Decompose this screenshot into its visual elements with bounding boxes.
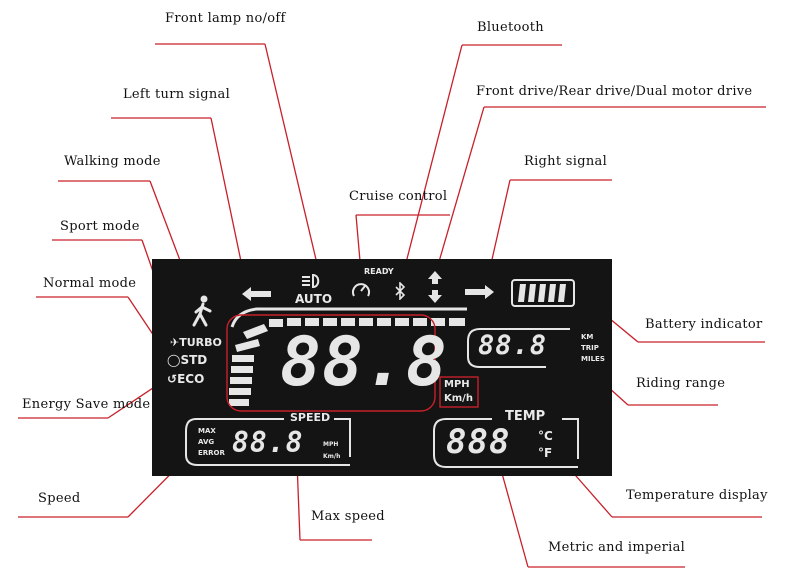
callout-cruise-control: Cruise control	[349, 189, 448, 204]
auto-label: AUTO	[295, 292, 333, 306]
temp-unit-c: °C	[538, 429, 553, 443]
mode-std-label: STD	[180, 353, 208, 367]
callout-sport-mode: Sport mode	[60, 219, 140, 234]
battery-icon	[511, 279, 575, 307]
callout-front-lamp: Front lamp no/off	[165, 11, 286, 26]
speed-unit-kmh: Km/h	[444, 393, 473, 404]
front-lamp-icon	[302, 273, 320, 289]
drive-mode-arrows-icon	[428, 271, 442, 303]
max-speed-digits: 88.8	[232, 426, 304, 459]
mode-eco-label: ECO	[177, 372, 205, 386]
lcd-display: AUTO READY	[152, 259, 612, 476]
main-speed-digits: 88.8	[280, 323, 448, 402]
callout-bluetooth: Bluetooth	[477, 20, 544, 35]
left-turn-arrow-icon	[242, 287, 271, 301]
mode-turbo: ✈TURBO	[170, 336, 222, 349]
callout-left-turn-signal: Left turn signal	[123, 87, 231, 102]
callout-drive-mode: Front drive/Rear drive/Dual motor drive	[476, 84, 753, 99]
walking-mode-icon	[192, 295, 212, 327]
speed-label: SPEED	[290, 411, 331, 424]
range-digits: 88.8	[478, 330, 548, 361]
callout-temperature-display: Temperature display	[626, 488, 768, 503]
callout-max-speed: Max speed	[311, 509, 385, 524]
range-unit-km: KM	[581, 333, 594, 341]
cruise-control-icon	[352, 283, 370, 297]
range-unit-miles: MILES	[581, 355, 605, 363]
temp-box-frame	[433, 418, 579, 468]
stats-avg-label: AVG	[198, 438, 215, 446]
callout-metric-imperial: Metric and imperial	[548, 540, 686, 555]
stats-error-label: ERROR	[198, 449, 225, 457]
temp-label: TEMP	[505, 409, 546, 424]
callout-normal-mode: Normal mode	[43, 276, 137, 291]
callout-walking-mode: Walking mode	[64, 154, 161, 169]
callout-energy-save-mode: Energy Save mode	[22, 397, 151, 412]
mode-eco: ↺ECO	[167, 372, 205, 386]
range-unit-trip: TRIP	[581, 344, 599, 352]
callout-riding-range: Riding range	[636, 376, 726, 391]
right-turn-arrow-icon	[465, 285, 494, 299]
max-speed-unit-kmh: Km/h	[323, 453, 341, 460]
mode-std: ◯STD	[167, 353, 208, 367]
callout-battery-indicator: Battery indicator	[645, 317, 763, 332]
stats-max-label: MAX	[198, 427, 216, 435]
max-speed-unit-mph: MPH	[323, 441, 339, 448]
temp-unit-f: °F	[538, 446, 553, 460]
callout-right-signal: Right signal	[524, 154, 608, 169]
callout-speed: Speed	[38, 491, 81, 506]
mode-turbo-label: TURBO	[179, 336, 222, 349]
speed-unit-mph: MPH	[444, 379, 470, 390]
stats-box-frame	[185, 418, 351, 466]
speed-bar-gauge	[226, 307, 479, 412]
temp-digits: 888	[446, 422, 511, 462]
ready-label: READY	[364, 267, 394, 276]
bluetooth-icon	[395, 282, 406, 300]
range-box-frame	[467, 328, 570, 368]
